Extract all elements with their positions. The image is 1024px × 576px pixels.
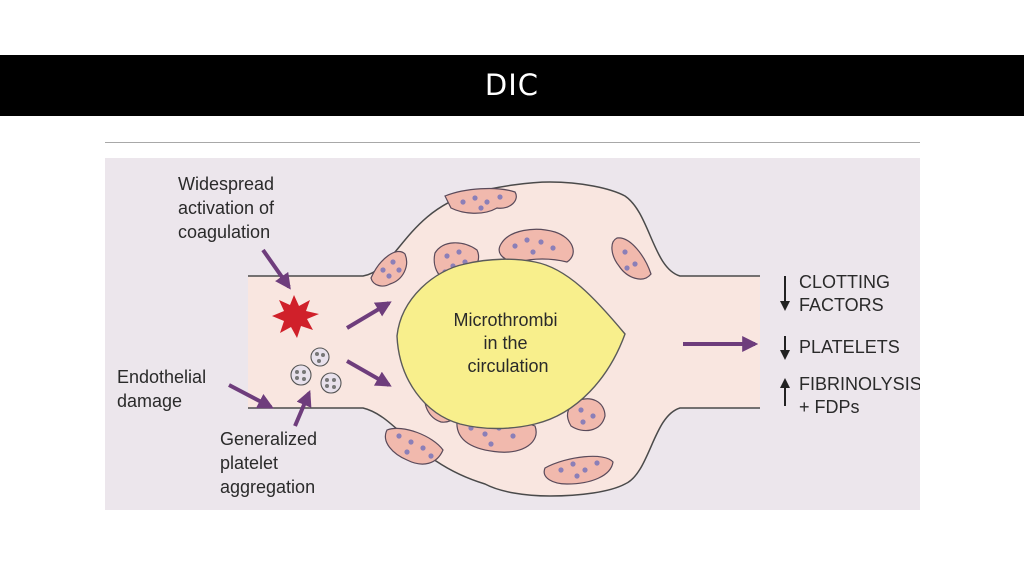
label-endothelial-line: damage: [117, 391, 182, 411]
arrow-platelet: [293, 390, 312, 427]
wall-clot: [543, 455, 614, 485]
title-bar: DIC: [0, 55, 1024, 116]
wall-clot: [611, 237, 652, 280]
label-fibrinolysis: FIBRINOLYSIS: [799, 374, 920, 394]
arrow-to-thrombi-upper: [345, 301, 392, 330]
platelet-aggregate-icon: [310, 347, 330, 367]
arrow-endothelial: [228, 383, 274, 409]
label-platelet-line: Generalized: [220, 429, 317, 449]
label-center-line: circulation: [467, 356, 548, 376]
svg-text:Generalized platelet: Generalized platelet aggregation: [220, 429, 322, 497]
activation-star-icon: [272, 295, 319, 338]
label-platelet-line: platelet: [220, 453, 278, 473]
svg-text:Widespread activation of: Widespread activation of coagulation: [178, 174, 279, 242]
svg-text:CLOTTING FACTORS: CLOTTING FACTORS: [799, 272, 895, 315]
svg-text:FIBRINOLYSIS + FDPs: FIBRINOLYSIS + FDPs: [799, 374, 920, 417]
vessel-wall-top: [248, 181, 760, 277]
wall-clot: [444, 187, 517, 214]
label-clotting-factors: CLOTTING: [799, 272, 890, 292]
slide-title: DIC: [484, 67, 540, 102]
title-divider: [105, 142, 920, 143]
label-endothelial-line: Endothelial: [117, 367, 206, 387]
arrow-activation: [261, 248, 291, 290]
arrow-to-thrombi-lower: [346, 359, 392, 387]
label-clotting-factors: FACTORS: [799, 295, 884, 315]
svg-text:Endothelial damage: Endothelial damage: [117, 367, 211, 411]
wall-clot: [384, 427, 444, 465]
label-fdps: + FDPs: [799, 397, 860, 417]
label-activation-line: activation of: [178, 198, 275, 218]
label-center-line: in the: [483, 333, 527, 353]
label-activation-line: Widespread: [178, 174, 274, 194]
thrombus-clot: [566, 398, 606, 432]
dic-diagram: Widespread activation of coagulation End…: [105, 158, 920, 510]
label-activation-line: coagulation: [178, 222, 270, 242]
dic-diagram-svg: Widespread activation of coagulation End…: [117, 174, 920, 497]
label-platelet-line: aggregation: [220, 477, 315, 497]
svg-text:Microthrombi in the: Microthrombi in the circulation: [453, 310, 562, 376]
platelet-aggregate-icon: [320, 372, 342, 394]
microthrombi: [396, 258, 626, 430]
wall-clot: [370, 250, 408, 287]
label-platelets: PLATELETS: [799, 337, 900, 357]
platelet-aggregate-icon: [290, 364, 312, 386]
label-center-line: Microthrombi: [453, 310, 557, 330]
